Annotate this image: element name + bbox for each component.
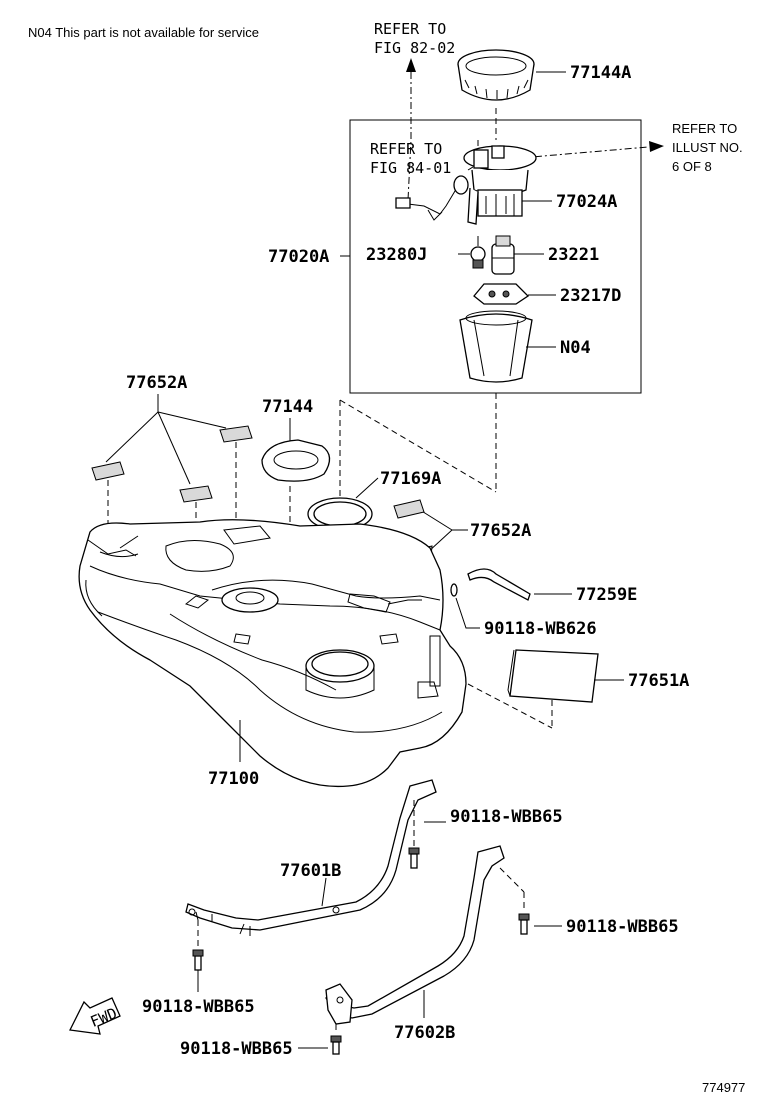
refer-illust-arrow	[519, 141, 664, 159]
label-77601b[interactable]: 77601B	[280, 861, 341, 881]
part-23280j-regulator[interactable]	[470, 236, 486, 269]
part-77652a-pads-top[interactable]	[91, 425, 253, 503]
part-77024a-pump-module[interactable]	[463, 145, 537, 225]
bolt-90118-wbb65-c[interactable]	[192, 920, 204, 971]
refer-fig-82-02-line2[interactable]: FIG 82-02	[374, 39, 455, 57]
part-77100-fuel-tank[interactable]	[78, 519, 467, 788]
label-77144a[interactable]: 77144A	[570, 63, 631, 83]
figure-id: 774977	[702, 1080, 745, 1095]
fuel-sender-gauge	[395, 175, 469, 221]
label-90118-wbb65-b[interactable]: 90118-WBB65	[566, 917, 679, 937]
bolt-90118-wbb65-b[interactable]	[499, 867, 530, 935]
label-77651a[interactable]: 77651A	[628, 671, 689, 691]
part-77144a-retainer-ring[interactable]	[457, 49, 535, 101]
refer-fig-82-02-line1[interactable]: REFER TO	[374, 20, 446, 38]
label-77024a[interactable]: 77024A	[556, 192, 617, 212]
label-77602b[interactable]: 77602B	[394, 1023, 455, 1043]
label-23280j[interactable]: 23280J	[366, 245, 427, 265]
label-77020a[interactable]: 77020A	[268, 247, 329, 267]
part-90118-wb626-clip[interactable]	[450, 583, 458, 597]
part-n04-pump-bracket[interactable]	[459, 310, 533, 383]
label-90118-wbb65-c[interactable]: 90118-WBB65	[142, 997, 255, 1017]
refer-fig-84-01-line1[interactable]: REFER TO	[370, 140, 442, 158]
part-77601b-strap[interactable]	[185, 779, 437, 936]
fwd-arrow-icon: FWD	[69, 997, 121, 1035]
label-23217d[interactable]: 23217D	[560, 286, 621, 306]
refer-fig-84-01-line2[interactable]: FIG 84-01	[370, 159, 451, 177]
label-77169a[interactable]: 77169A	[380, 469, 441, 489]
part-77144-cover[interactable]	[261, 439, 331, 482]
leader-77652a-top	[105, 394, 227, 485]
part-23221-fuel-pump[interactable]	[491, 235, 515, 275]
part-77602b-strap[interactable]	[325, 845, 505, 1025]
part-77169a-gasket[interactable]	[307, 497, 373, 531]
label-90118-wb626[interactable]: 90118-WB626	[484, 619, 597, 639]
label-77259e[interactable]: 77259E	[576, 585, 637, 605]
part-23217d-filter[interactable]	[473, 283, 530, 305]
refer-fig-82-02-arrow	[406, 58, 416, 208]
bolt-90118-wbb65-d[interactable]	[330, 1024, 342, 1055]
label-77652a-top[interactable]: 77652A	[126, 373, 187, 393]
refer-illust-line2[interactable]: ILLUST NO.	[672, 140, 743, 155]
label-77652a-right[interactable]: 77652A	[470, 521, 531, 541]
refer-illust-line3[interactable]: 6 OF 8	[672, 159, 712, 174]
service-note: N04 This part is not available for servi…	[28, 25, 259, 40]
part-77651a-insulator[interactable]	[507, 649, 599, 703]
label-n04[interactable]: N04	[560, 338, 591, 358]
label-77144[interactable]: 77144	[262, 397, 313, 417]
bolt-90118-wbb65-a[interactable]	[408, 800, 420, 869]
label-23221[interactable]: 23221	[548, 245, 599, 265]
label-77100[interactable]: 77100	[208, 769, 259, 789]
refer-illust-line1[interactable]: REFER TO	[672, 121, 737, 136]
label-90118-wbb65-a[interactable]: 90118-WBB65	[450, 807, 563, 827]
part-77259e-hose[interactable]	[467, 568, 531, 601]
label-90118-wbb65-d[interactable]: 90118-WBB65	[180, 1039, 293, 1059]
